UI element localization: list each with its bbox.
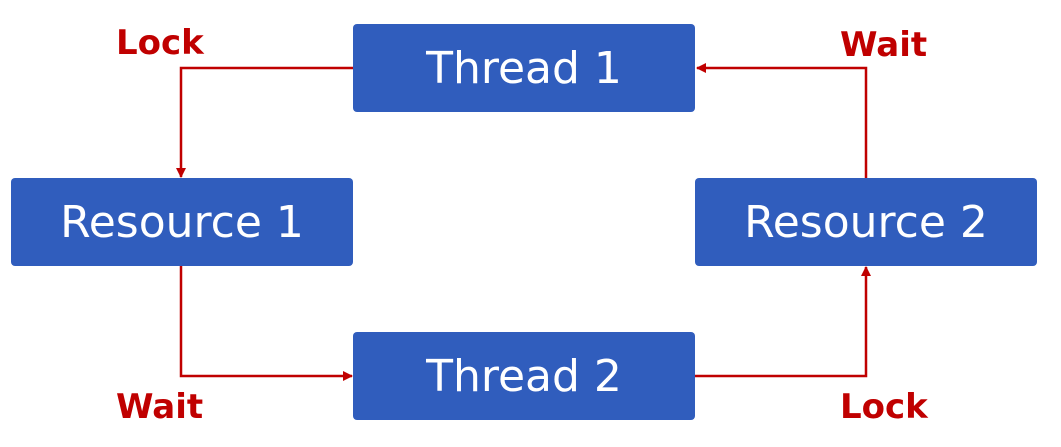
thread-1-node: Thread 1 (353, 24, 695, 112)
arrow-resource1-to-thread2 (179, 266, 353, 381)
edge-label-thread1-lock: Lock (116, 23, 204, 63)
arrow-thread1-to-resource1 (176, 66, 353, 178)
arrow-resource2-to-thread1 (696, 63, 868, 178)
resource-2-label: Resource 2 (744, 196, 988, 248)
resource-2-node: Resource 2 (695, 178, 1037, 266)
resource-1-node: Resource 1 (11, 178, 353, 266)
edge-label-thread2-wait: Wait (116, 387, 204, 427)
resource-1-label: Resource 1 (60, 196, 304, 248)
edge-label-thread2-lock: Lock (840, 387, 928, 427)
thread-1-label: Thread 1 (426, 42, 622, 94)
edge-label-thread1-wait: Wait (840, 25, 928, 65)
thread-2-node: Thread 2 (353, 332, 695, 420)
thread-2-label: Thread 2 (426, 350, 622, 402)
arrow-thread2-to-resource2 (695, 266, 871, 378)
